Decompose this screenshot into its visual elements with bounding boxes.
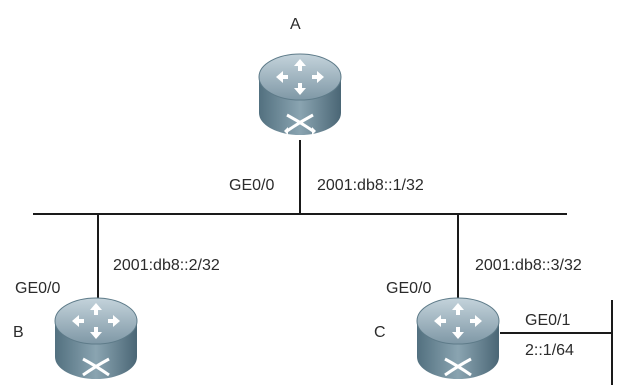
router-b-port-label: GE0/0: [15, 280, 61, 297]
router-c-ip2-label: 2::1/64: [525, 342, 574, 359]
router-b-label: B: [13, 324, 24, 341]
router-c-ip-label: 2001:db8::3/32: [475, 257, 582, 274]
router-a-label: A: [290, 16, 301, 33]
router-a-icon: [257, 47, 343, 146]
router-c-port2-label: GE0/1: [525, 312, 571, 329]
router-c-icon: [415, 291, 501, 385]
router-c-port-label: GE0/0: [386, 280, 432, 297]
router-b-ip-label: 2001:db8::2/32: [113, 257, 220, 274]
router-c-label: C: [374, 324, 386, 341]
router-b-icon: [53, 291, 139, 385]
router-a-port-label: GE0/0: [229, 177, 275, 194]
router-a-ip-label: 2001:db8::1/32: [317, 177, 424, 194]
